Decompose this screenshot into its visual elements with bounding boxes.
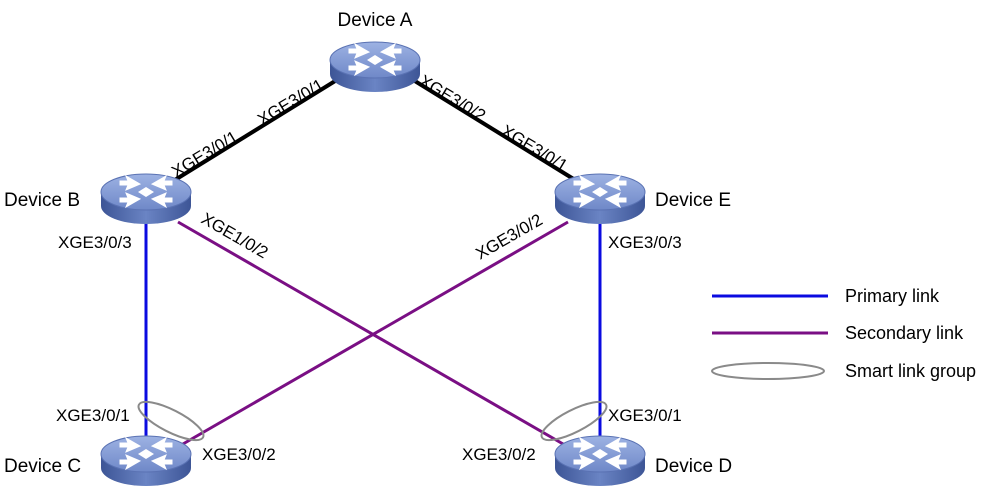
router-icon-device-e[interactable] xyxy=(554,173,646,225)
router-icon-device-c[interactable] xyxy=(100,435,192,487)
port-e-d: XGE3/0/3 xyxy=(608,233,682,252)
router-icon-device-a[interactable] xyxy=(329,41,421,93)
port-d-e: XGE3/0/1 xyxy=(608,406,682,425)
port-c-b: XGE3/0/1 xyxy=(56,406,130,425)
device-d-label: Device D xyxy=(655,456,732,477)
port-b-a: XGE3/0/1 xyxy=(168,127,241,181)
smart-link-group-c xyxy=(137,400,205,442)
link-a-e xyxy=(408,76,582,185)
port-a-e: XGE3/0/2 xyxy=(416,71,489,125)
port-d-b: XGE3/0/2 xyxy=(462,445,536,464)
port-e-a: XGE3/0/1 xyxy=(498,121,571,175)
port-a-b: XGE3/0/1 xyxy=(254,75,327,129)
device-b-label: Device B xyxy=(4,190,80,211)
smart-link-group-d xyxy=(540,400,608,442)
port-b-c: XGE3/0/3 xyxy=(58,233,132,252)
legend-primary-label: Primary link xyxy=(845,286,940,306)
legend-secondary-label: Secondary link xyxy=(845,323,964,343)
device-e-label: Device E xyxy=(655,190,731,211)
legend: Primary link Secondary link Smart link g… xyxy=(711,286,976,381)
link-e-c-secondary xyxy=(175,220,569,450)
legend-group-swatch xyxy=(711,362,825,380)
link-a-b xyxy=(168,76,342,185)
port-c-e: XGE3/0/2 xyxy=(202,445,276,464)
device-a-label: Device A xyxy=(338,10,413,31)
legend-group-label: Smart link group xyxy=(845,361,976,381)
router-icon-device-d[interactable] xyxy=(554,435,646,487)
device-c-label: Device C xyxy=(4,456,81,477)
